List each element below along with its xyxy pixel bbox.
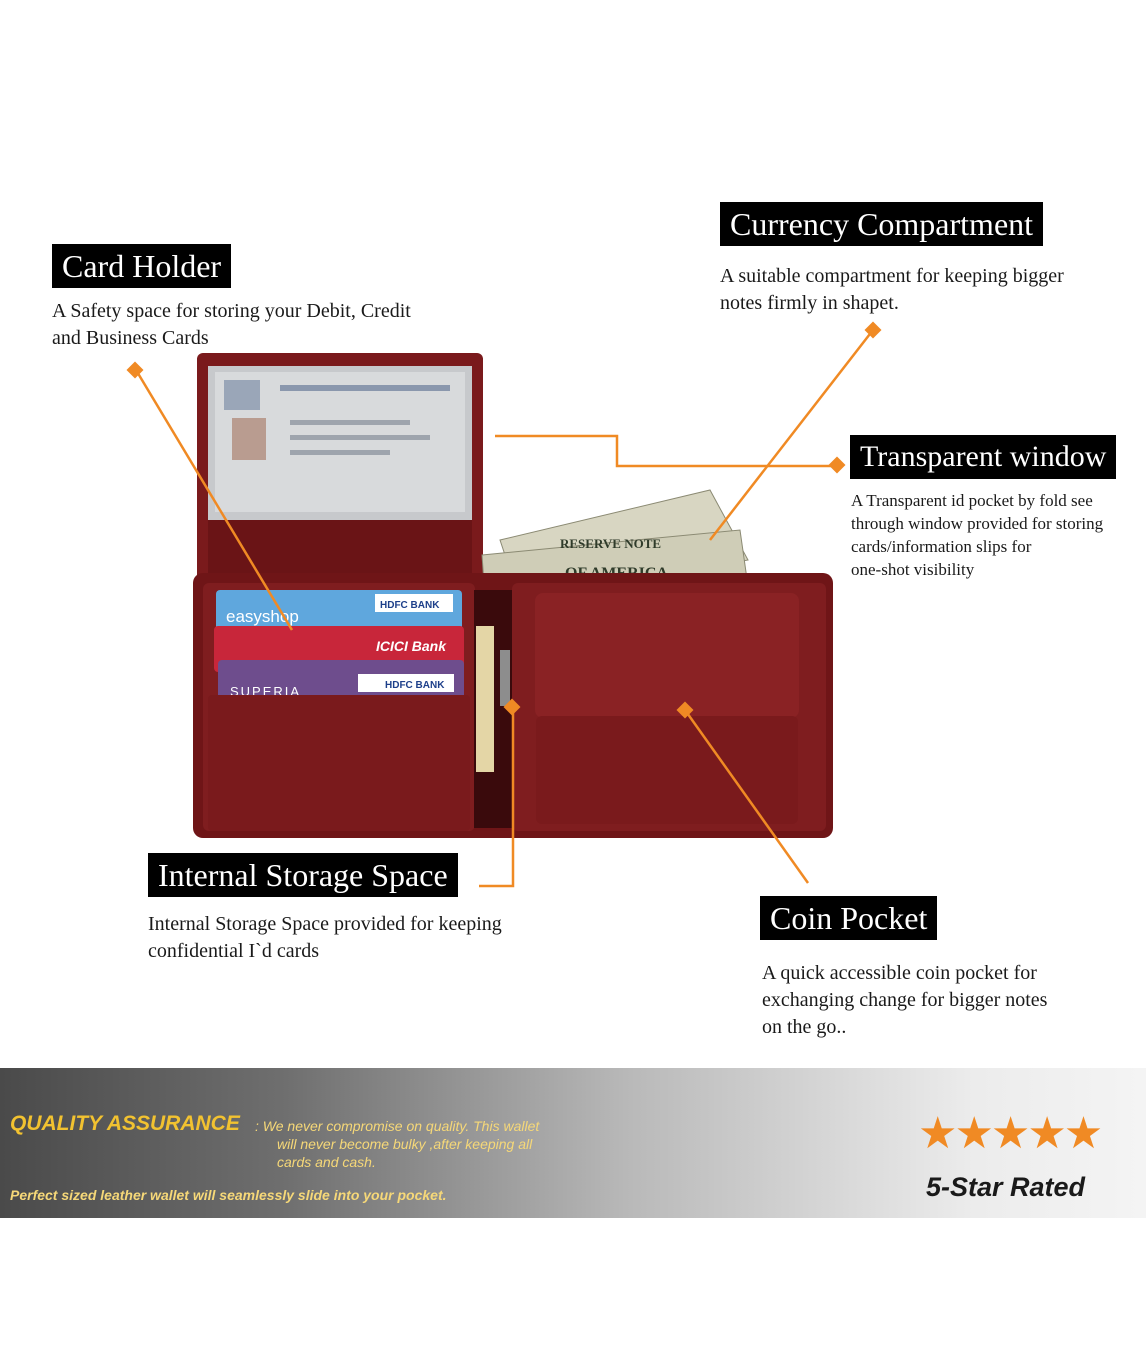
coin-line: exchanging change for bigger notes — [762, 989, 1048, 1011]
card-3-bank: HDFC BANK — [385, 680, 445, 691]
card-1-bank: HDFC BANK — [380, 600, 440, 611]
quality-assurance-text: : We never compromise on quality. This w… — [255, 1117, 539, 1171]
qa-line: cards and cash. — [277, 1154, 376, 1170]
internal-line: confidential I`d cards — [148, 940, 320, 962]
coin-pocket-title: Coin Pocket — [760, 896, 938, 940]
currency-compartment-desc: A suitable compartment for keeping bigge… — [720, 263, 1064, 317]
transparent-window-title: Transparent window — [850, 435, 1117, 479]
star-rating-icon: ★★★★★ — [918, 1108, 1103, 1159]
qa-line: will never become bulky ,after keeping a… — [277, 1136, 533, 1152]
money-text-1: RESERVE NOTE — [560, 536, 661, 551]
internal-storage-desc: Internal Storage Space provided for keep… — [148, 911, 502, 965]
rating-label: 5-Star Rated — [926, 1172, 1086, 1202]
transparent-line: one-shot visibility — [851, 560, 975, 579]
internal-line: Internal Storage Space provided for keep… — [148, 913, 502, 935]
card-holder-line: A Safety space for storing your Debit, C… — [52, 300, 411, 322]
transparent-line: through window provided for storing — [851, 514, 1104, 533]
coin-line: A quick accessible coin pocket for — [762, 962, 1037, 984]
qa-line: : We never compromise on quality. This w… — [255, 1118, 540, 1134]
internal-storage-title: Internal Storage Space — [148, 853, 458, 897]
currency-compartment-title: Currency Compartment — [720, 202, 1044, 246]
transparent-line: A Transparent id pocket by fold see — [851, 491, 1093, 510]
transparent-window-desc: A Transparent id pocket by fold see thro… — [851, 489, 1103, 581]
quality-bottom-text: Perfect sized leather wallet will seamle… — [10, 1187, 447, 1203]
currency-line: notes firmly in shapet. — [720, 292, 899, 314]
card-holder-line: and Business Cards — [52, 327, 209, 349]
card-holder-desc: A Safety space for storing your Debit, C… — [52, 298, 411, 352]
transparent-line: cards/information slips for — [851, 537, 1032, 556]
zipper — [500, 650, 510, 706]
quality-assurance-title: QUALITY ASSURANCE — [10, 1112, 240, 1135]
card-2-bank: ICICI Bank — [376, 638, 447, 654]
leader-lines — [134, 329, 874, 1218]
coin-pocket-desc: A quick accessible coin pocket for excha… — [762, 960, 1047, 1041]
card-slot-front — [208, 695, 470, 831]
leader-dots — [126, 321, 882, 719]
coin-pocket — [536, 716, 798, 824]
quality-banner: QUALITY ASSURANCE : We never compromise … — [0, 1068, 1146, 1218]
id-photo — [232, 418, 266, 460]
card-holder-title: Card Holder — [52, 244, 232, 288]
coin-flap — [535, 593, 799, 718]
currency-line: A suitable compartment for keeping bigge… — [720, 265, 1064, 287]
coin-line: on the go.. — [762, 1016, 847, 1038]
